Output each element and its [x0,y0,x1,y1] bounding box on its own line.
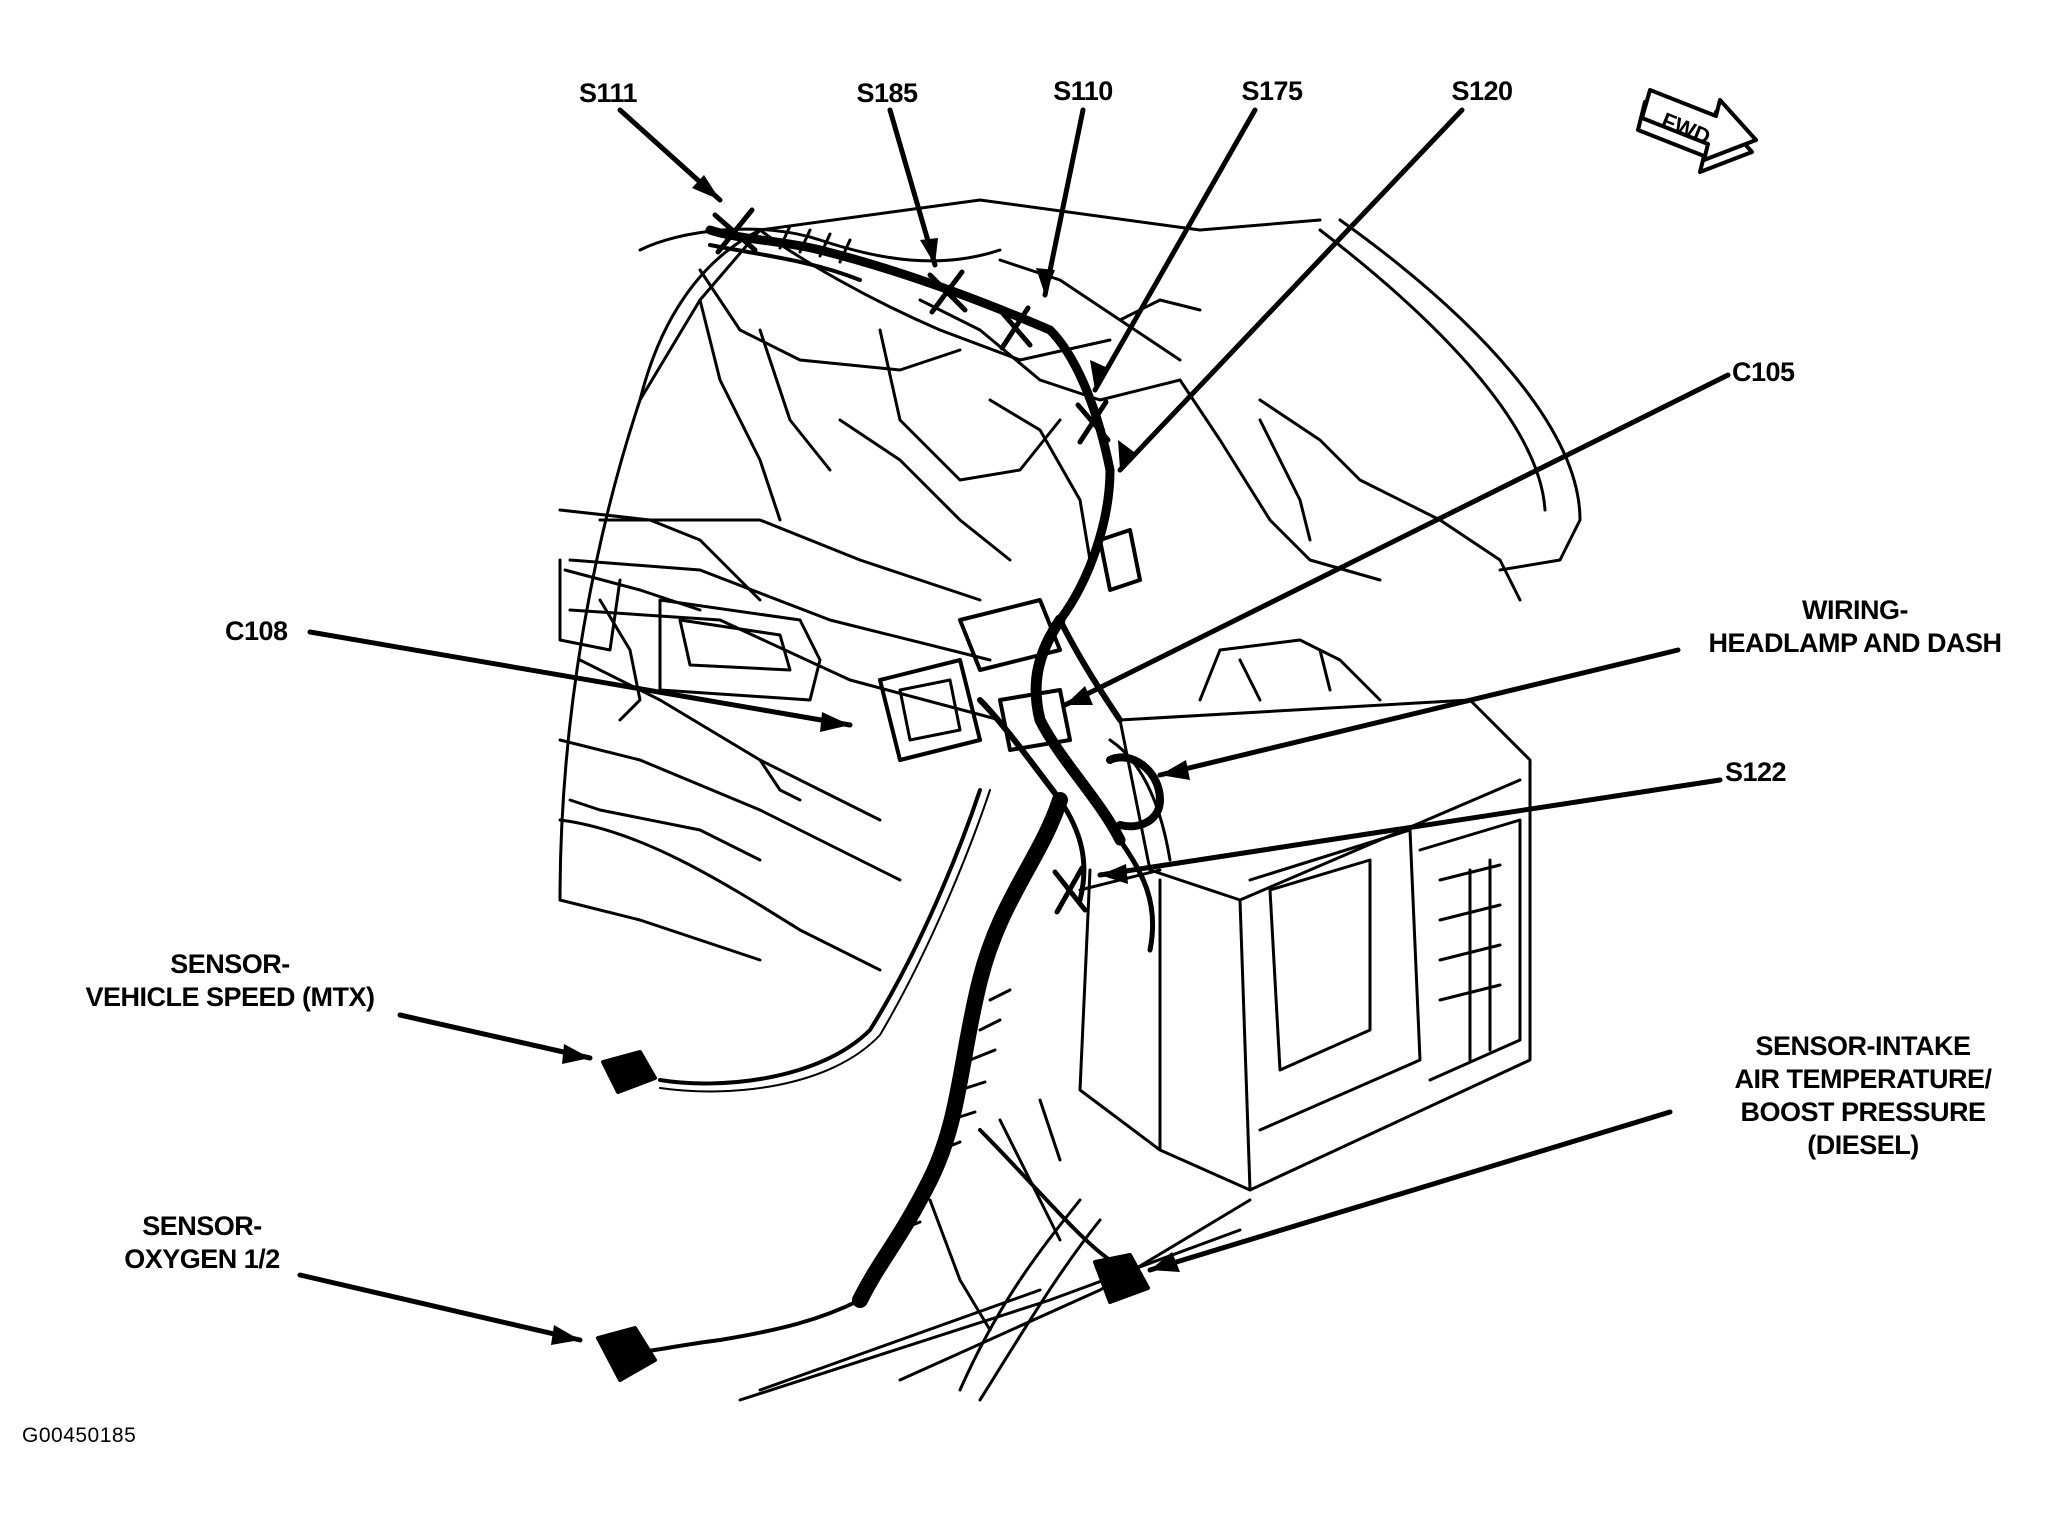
label-c105: C105 [1732,357,1795,387]
leader-lines [297,107,1731,1343]
arrow-heads [551,175,1190,1345]
engine-bay-linework [558,198,1582,1402]
label-sensor-oxygen: SENSOR- OXYGEN 1/2 [124,1211,280,1274]
wiring-harness-bundle [638,224,1164,1354]
label-sensor-vehicle-speed: SENSOR- VEHICLE SPEED (MTX) [85,949,375,1012]
label-s175: S175 [1241,76,1303,106]
label-s185: S185 [856,78,918,108]
label-s110: S110 [1053,76,1113,106]
label-s111: S111 [578,78,638,108]
figure-id: G00450185 [22,1424,137,1447]
sensor-connector-shapes [596,1050,1150,1382]
label-wiring-headlamp-dash: WIRING- HEADLAMP AND DASH [1708,595,2002,658]
label-s122: S122 [1725,757,1787,787]
label-s120: S120 [1451,76,1513,106]
label-sensor-intake-air-temperature: SENSOR-INTAKE AIR TEMPERATURE/ BOOST PRE… [1734,1031,1992,1160]
fwd-arrow-icon: FWD [1636,88,1758,174]
splice-x-marks [712,207,1111,915]
label-c108: C108 [225,616,288,646]
